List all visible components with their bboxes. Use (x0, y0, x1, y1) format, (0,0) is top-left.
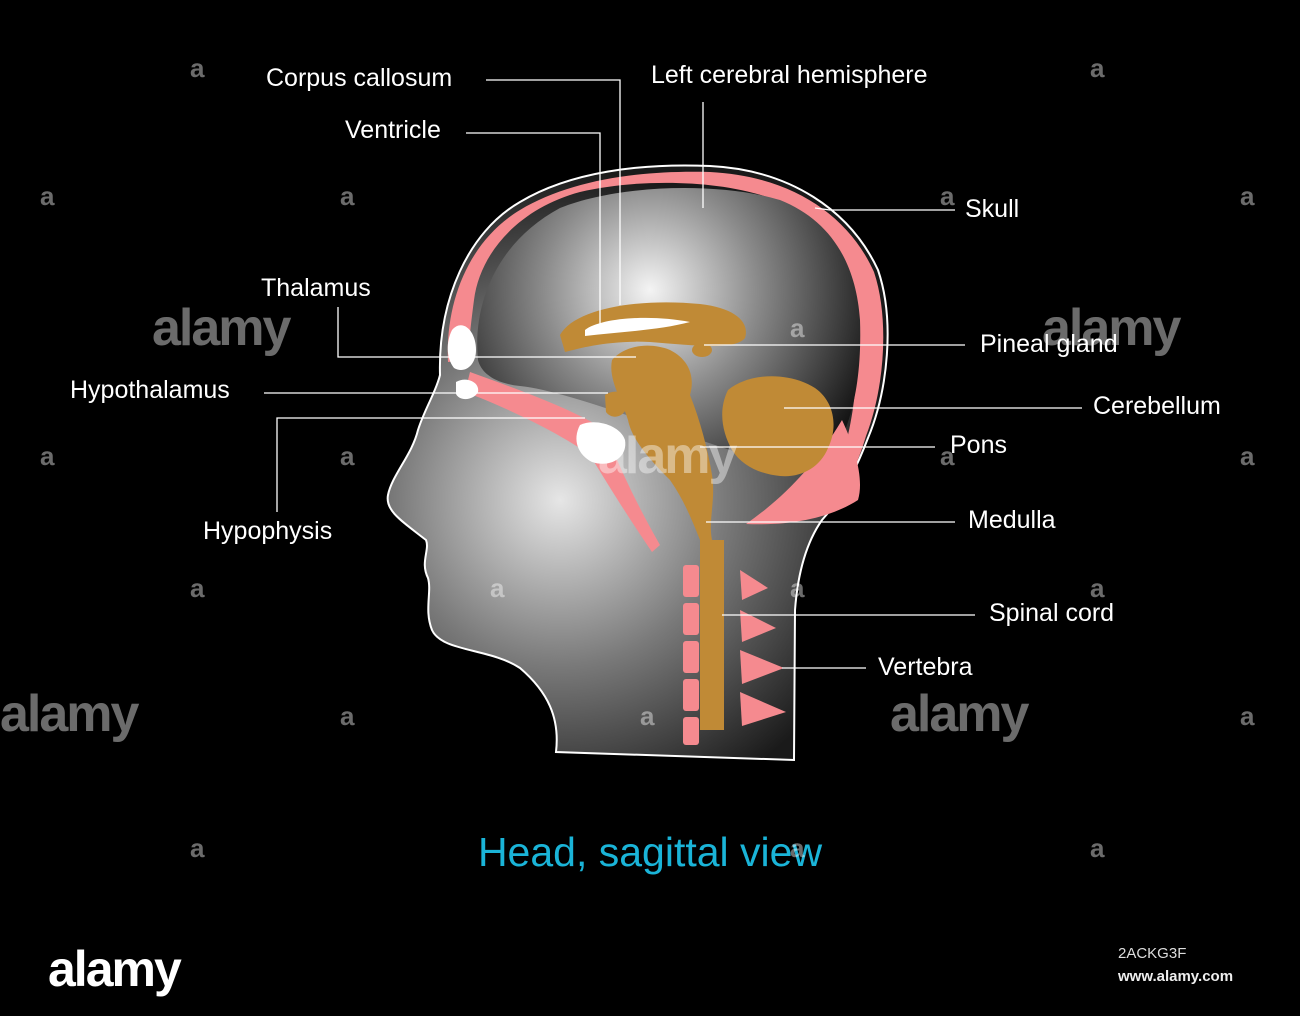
vertebra-body (683, 565, 699, 597)
label-ventricle: Ventricle (345, 116, 441, 144)
dura-posterior (746, 420, 861, 525)
label-hypophysis: Hypophysis (203, 517, 333, 545)
hypothalamus (605, 391, 628, 417)
diagram-title: Head, sagittal view (477, 829, 823, 875)
label-vertebra: Vertebra (878, 653, 973, 681)
label-corpus-callosum: Corpus callosum (266, 64, 453, 92)
leader-ventricle (466, 132, 601, 325)
nasal-cavity (456, 379, 479, 400)
label-left-cerebral-hemisphere: Left cerebral hemisphere (651, 61, 928, 89)
cerebellum (722, 376, 834, 477)
frontal-sinus (447, 325, 476, 370)
label-skull: Skull (965, 195, 1020, 223)
vertebra-process (740, 692, 786, 726)
vertebra-process (740, 570, 768, 600)
pineal-gland (692, 343, 712, 357)
alamy-logo: alamy (48, 941, 182, 997)
label-cerebellum: Cerebellum (1093, 392, 1221, 420)
label-pineal-gland: Pineal gland (980, 330, 1118, 358)
leader-lines (264, 79, 1082, 669)
label-spinal-cord: Spinal cord (989, 599, 1115, 627)
label-medulla: Medulla (968, 506, 1056, 534)
clivus (465, 372, 660, 552)
label-pons: Pons (950, 431, 1007, 459)
vertebra-body (683, 641, 699, 673)
vertebra-process (740, 610, 776, 642)
brainstem (611, 345, 714, 730)
spinal-cord (712, 540, 724, 730)
vertebra-body (683, 603, 699, 635)
vertebra-column (683, 565, 786, 745)
leader-skull (814, 207, 955, 211)
image-id: 2ACKG3F (1118, 945, 1187, 962)
stock-url: www.alamy.com (1118, 968, 1234, 985)
vertebra-body (683, 679, 699, 711)
vertebra-body (683, 717, 699, 745)
ventricle (585, 317, 690, 336)
hypophysis (576, 422, 626, 464)
leader-hypophysis (276, 417, 585, 512)
label-thalamus: Thalamus (261, 274, 371, 302)
leader-thalamus (337, 307, 636, 358)
label-hypothalamus: Hypothalamus (70, 376, 230, 404)
leader-corpus-callosum (486, 79, 621, 305)
vertebra-process (740, 650, 784, 684)
